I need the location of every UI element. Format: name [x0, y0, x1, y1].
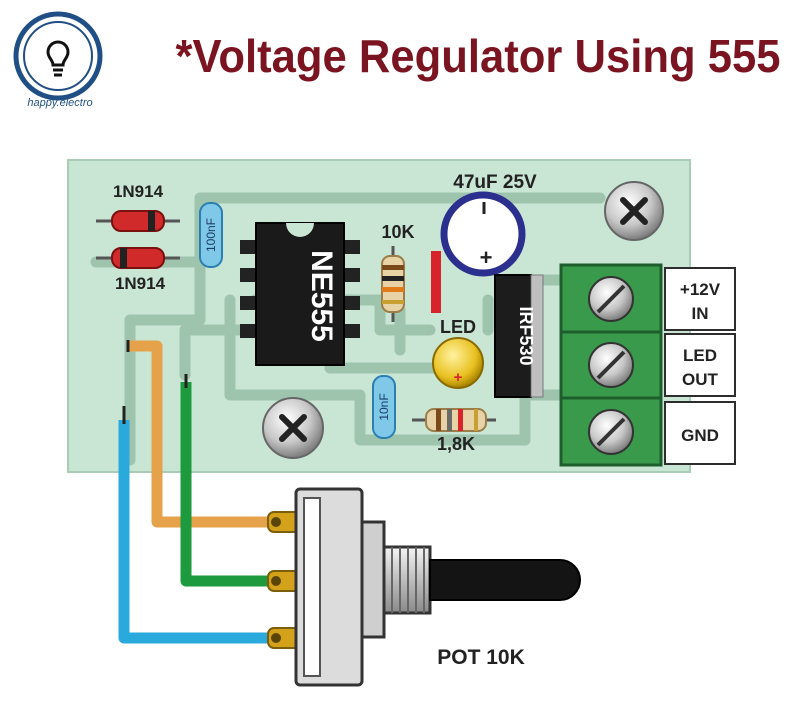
resistor-10k-label: 10K: [381, 222, 414, 242]
terminal-screw-2: [588, 342, 634, 388]
wire-blue: [118, 420, 272, 644]
terminal-block: [559, 263, 663, 467]
red-marker: [431, 251, 441, 313]
potentiometer-label: POT 10K: [437, 646, 525, 669]
svg-text:GND: GND: [681, 426, 719, 445]
capacitor-10nf: 10nF: [372, 375, 396, 439]
diode-bottom: [96, 247, 180, 269]
svg-text:+12V: +12V: [680, 280, 721, 299]
logo-caption: happy.electro: [27, 97, 92, 109]
potentiometer: [267, 487, 581, 687]
led-label: LED: [440, 317, 476, 337]
diode-bottom-label: 1N914: [115, 274, 166, 293]
terminal-screw-1: [588, 276, 634, 322]
terminal-label-led-out: LED OUT: [664, 333, 736, 397]
electrolytic-label: 47uF 25V: [453, 172, 537, 193]
resistor-1-8k: [412, 408, 496, 432]
logo: happy.electro: [13, 11, 103, 109]
resistor-10k: [381, 246, 405, 322]
diode-top-label: 1N914: [113, 182, 164, 201]
electrolytic-plus: +: [480, 245, 493, 270]
capacitor-100nf-label: 100nF: [204, 218, 218, 252]
pot-shaft: [429, 559, 581, 601]
mounting-screw-top: [604, 181, 664, 241]
mounting-screw-bottom: [262, 397, 324, 459]
svg-text:LED: LED: [683, 346, 717, 365]
capacitor-100nf: 100nF: [199, 202, 223, 268]
svg-text:OUT: OUT: [682, 370, 719, 389]
electrolytic-capacitor: +: [440, 191, 526, 277]
svg-text:IN: IN: [692, 304, 709, 323]
resistor-1-8k-label: 1,8K: [437, 434, 475, 454]
diode-top: [96, 210, 180, 232]
wire-green: [180, 382, 272, 587]
terminal-label-12v-in: +12V IN: [664, 267, 736, 331]
terminal-screw-3: [588, 409, 634, 455]
capacitor-10nf-label: 10nF: [377, 393, 391, 420]
lightbulb-icon: [46, 40, 70, 77]
wire-orange: [128, 340, 272, 528]
page-title: *Voltage Regulator Using 555: [176, 30, 781, 82]
ne555-label: NE555: [305, 250, 338, 342]
irf530-label: IRF530: [516, 306, 536, 365]
irf530-mosfet: IRF530: [494, 274, 544, 398]
led: +: [432, 337, 484, 389]
ne555-chip: NE555: [240, 222, 360, 366]
terminal-label-gnd: GND: [664, 401, 736, 465]
led-plus: +: [454, 369, 463, 386]
